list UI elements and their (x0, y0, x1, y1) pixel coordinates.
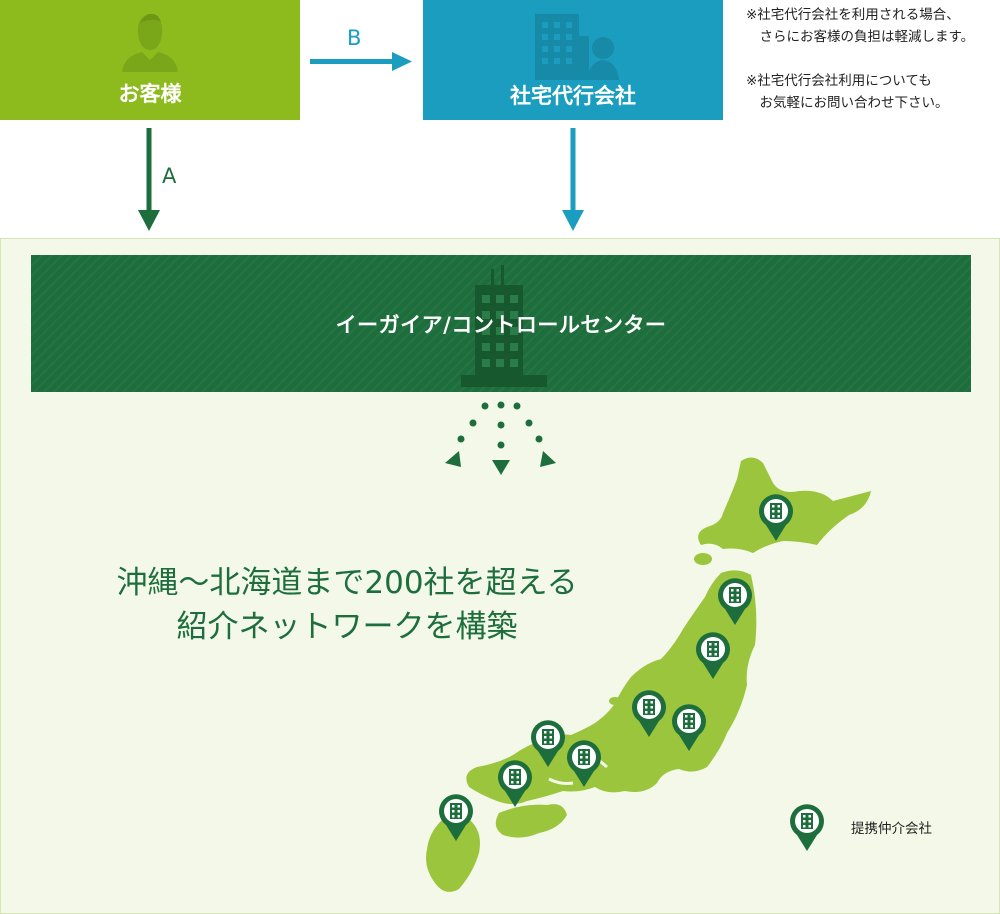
note-2: ※社宅代行会社利用についても お気軽にお問い合わせ下さい。 (746, 73, 949, 111)
person-icon (122, 13, 178, 72)
note-1: ※社宅代行会社を利用される場合、 さらにお客様の負担は軽減します。 (746, 7, 975, 45)
map-pin-building-icon (439, 794, 473, 841)
map-pin-building-icon (718, 578, 752, 625)
headline: 沖縄〜北海道まで200社を超える 紹介ネットワークを構築 (57, 561, 637, 649)
headline-line2: 紹介ネットワークを構築 (176, 609, 518, 645)
map-pin-building-icon (632, 690, 666, 737)
arrow-a (138, 128, 160, 231)
customer-label: お客様 (118, 82, 182, 106)
legend-pin-icon (790, 804, 824, 851)
office-person-icon (535, 14, 619, 80)
map-pin-building-icon (672, 704, 706, 751)
map-pin-building-icon (498, 760, 532, 807)
legend-label: 提携仲介会社 (851, 821, 932, 837)
company-box: 社宅代行会社 (423, 0, 723, 120)
arrow-b (310, 52, 412, 71)
map-pin-building-icon (567, 740, 601, 787)
network-panel: イーガイア/コントロールセンター 沖縄〜北海道まで200社を超える 紹介ネットワ… (0, 238, 1000, 914)
control-center-label: イーガイア/コントロールセンター (335, 313, 667, 337)
notes: ※社宅代行会社を利用される場合、 さらにお客様の負担は軽減します。 ※社宅代行会… (746, 4, 998, 136)
arrow-a-label: A (162, 164, 177, 188)
map-pin-building-icon (531, 720, 565, 767)
customer-box: お客様 (0, 0, 300, 120)
building-icon (461, 265, 547, 387)
company-label: 社宅代行会社 (510, 84, 636, 108)
map-pin-building-icon (759, 494, 793, 541)
distribution-dots-icon (445, 401, 556, 475)
headline-line1: 沖縄〜北海道まで200社を超える (116, 565, 578, 601)
control-center-band: イーガイア/コントロールセンター (31, 255, 971, 392)
arrow-b-label: B (347, 26, 362, 50)
arrow-company-down (562, 128, 584, 231)
map-pin-building-icon (696, 632, 730, 679)
